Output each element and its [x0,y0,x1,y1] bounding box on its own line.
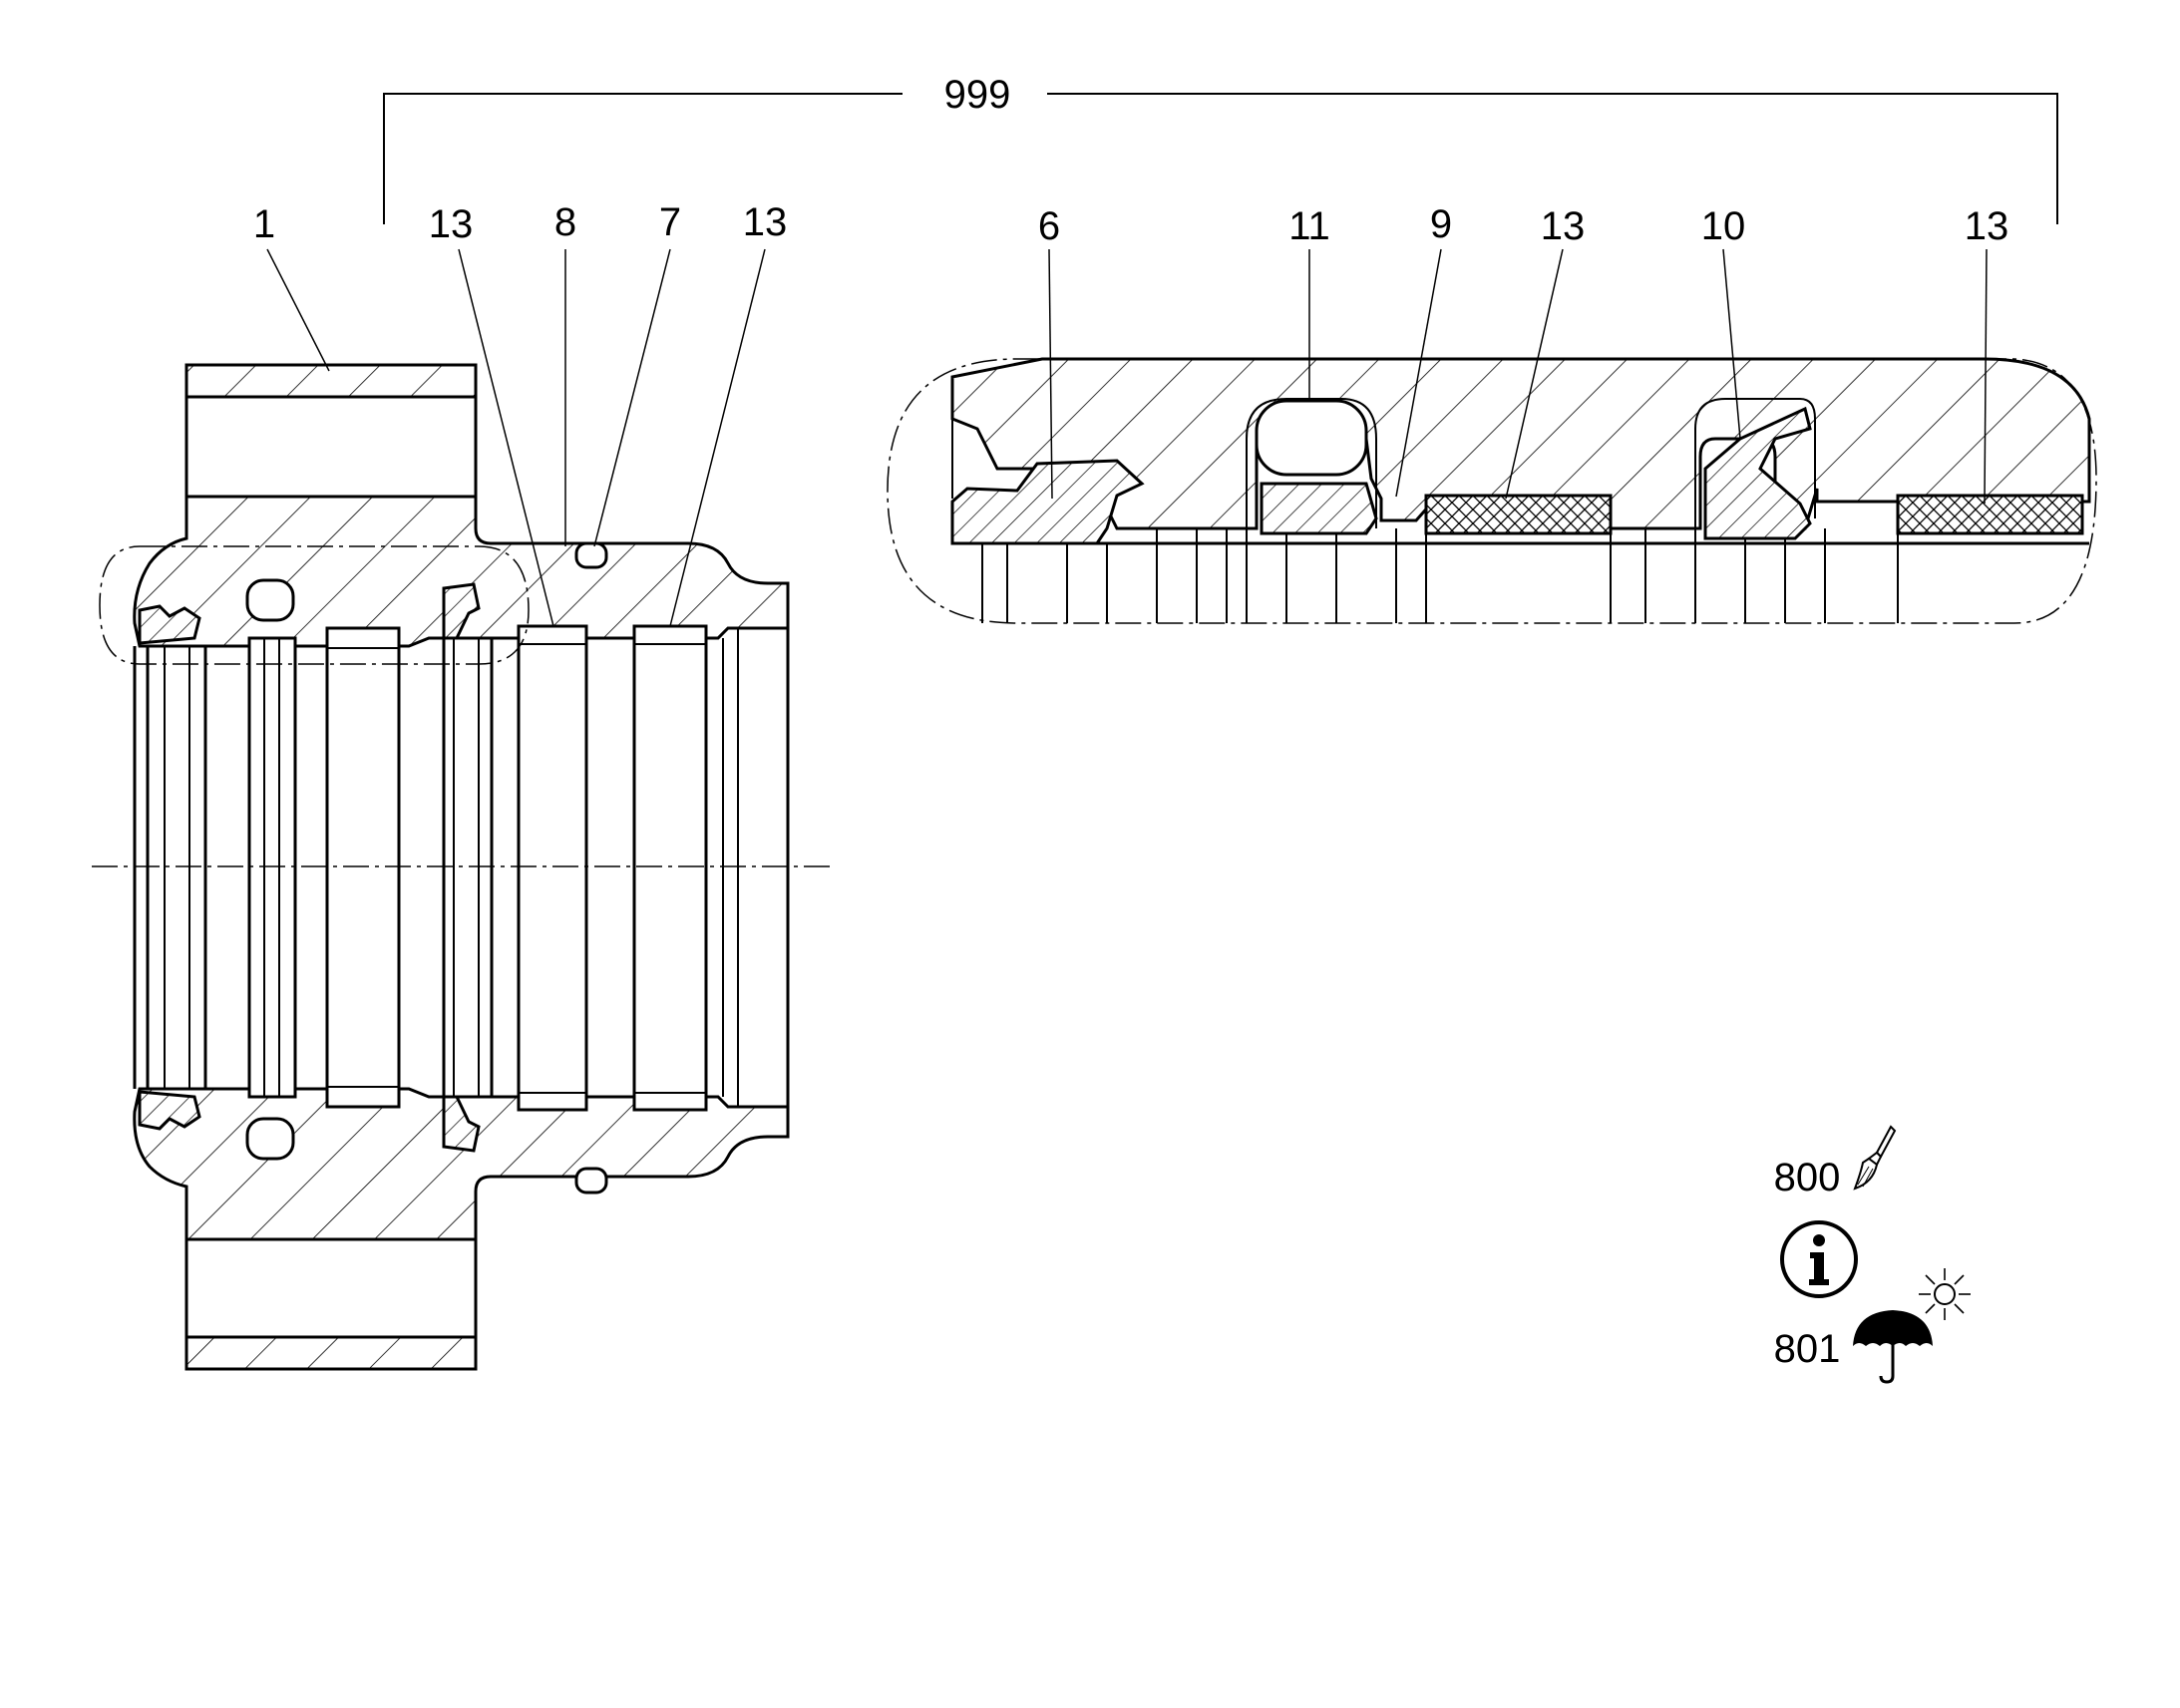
label-part-13-b: 13 [743,200,788,244]
label-part-7: 7 [659,200,681,244]
info-icon [1780,1220,1858,1298]
label-part-13-c: 13 [1541,204,1586,248]
paint-brush-icon [1853,1125,1897,1191]
label-note-800: 800 [1774,1156,1841,1199]
detail-labels: 6 11 9 13 10 13 [1038,202,2008,248]
detail-leaders [1048,248,1988,505]
label-note-801: 801 [1774,1327,1841,1371]
label-part-8: 8 [554,200,576,244]
main-leaders [266,248,766,627]
label-part-13-a: 13 [429,202,474,246]
assembly-bracket: 999 [383,73,2058,224]
main-labels: 1 13 8 7 13 [253,200,787,246]
label-part-6: 6 [1038,204,1060,248]
label-part-10: 10 [1701,204,1746,248]
label-part-1: 1 [253,202,275,246]
label-assembly-999: 999 [944,73,1011,117]
main-cross-section [92,363,833,1371]
label-part-13-d: 13 [1965,204,2009,248]
notes: 800 801 [1774,1125,1971,1384]
sun-icon [1919,1268,1971,1320]
umbrella-icon [1853,1310,1933,1384]
label-part-11: 11 [1288,204,1330,248]
label-part-9: 9 [1430,202,1452,246]
detail-view [887,357,2097,624]
